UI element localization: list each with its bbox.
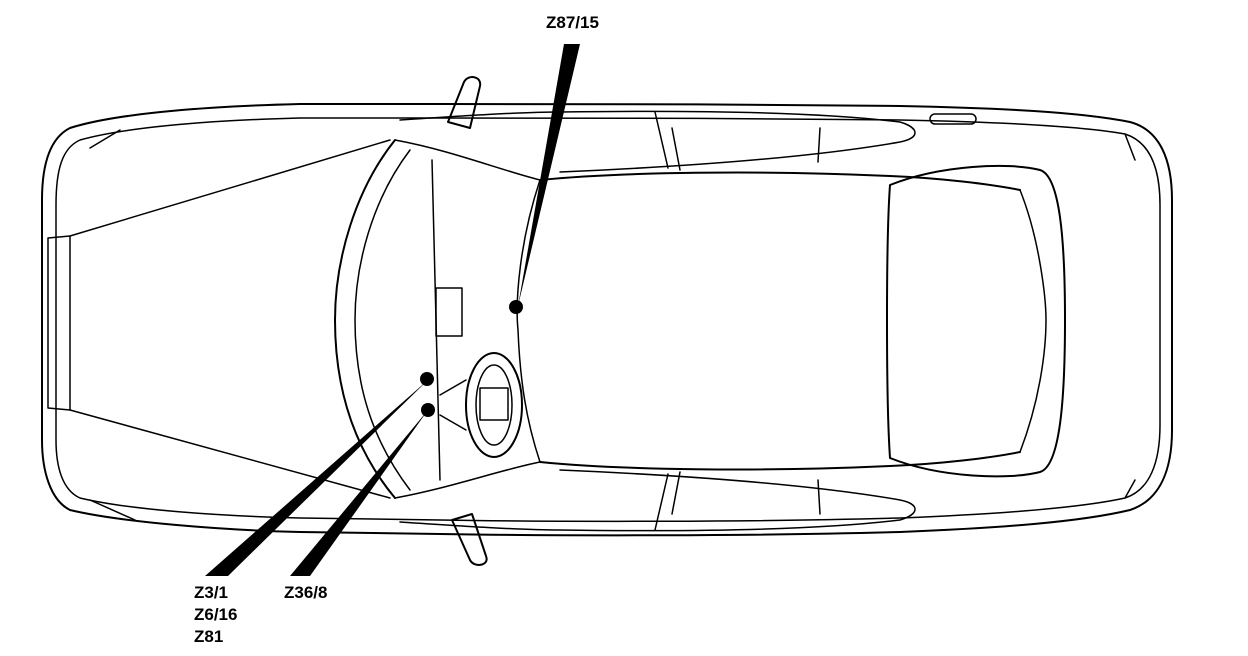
connection-point-z36-8 xyxy=(421,403,435,417)
leader-lines xyxy=(205,44,580,576)
callout-z6-16: Z6/16 xyxy=(194,605,238,624)
connection-point-z87-15 xyxy=(509,300,523,314)
callout-z3-1: Z3/1 xyxy=(194,583,229,602)
steering-wheel xyxy=(439,352,523,458)
leader-z3-1 xyxy=(205,380,428,576)
callout-group-left: Z3/1 Z6/16 Z81 xyxy=(194,582,237,648)
leader-z36-8 xyxy=(290,410,428,576)
leader-z87-15 xyxy=(518,44,580,306)
car-hood xyxy=(47,129,391,521)
callout-z81: Z81 xyxy=(194,627,224,646)
car-body-outline xyxy=(41,103,1173,537)
car-rear-window xyxy=(886,133,1136,499)
connection-points xyxy=(420,300,523,417)
callout-z87-15: Z87/15 xyxy=(546,13,599,32)
callout-z36-8: Z36/8 xyxy=(284,583,328,602)
car-windshield xyxy=(334,139,541,499)
car-side-mirrors xyxy=(447,76,488,566)
car-roof xyxy=(399,110,1021,532)
connection-point-z3-1 xyxy=(420,372,434,386)
